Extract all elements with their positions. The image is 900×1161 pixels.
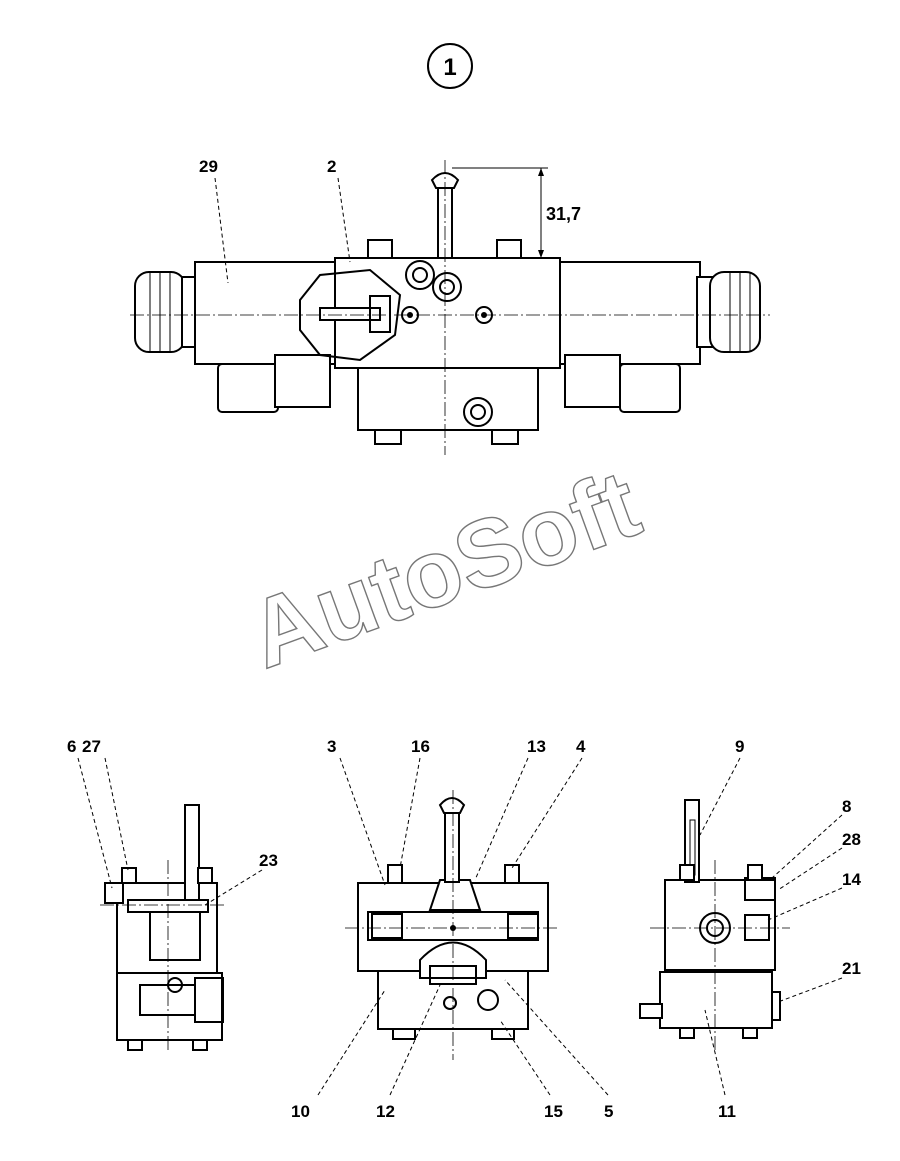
label-8: 8 [842, 797, 851, 816]
label-14: 14 [842, 870, 861, 889]
left-section-view: 6 27 23 [67, 737, 278, 1051]
label-16: 16 [411, 737, 430, 756]
right-side-view: 9 8 28 14 21 11 [639, 737, 861, 1121]
label-12: 12 [376, 1102, 395, 1121]
label-29: 29 [199, 157, 218, 176]
center-section-view: 3 16 13 4 10 12 15 5 [291, 737, 613, 1121]
right-solenoid-knob [709, 271, 761, 353]
label-3: 3 [327, 737, 336, 756]
dimension-label: 31,7 [546, 204, 581, 224]
front-view: 31,7 29 2 [130, 157, 770, 455]
figure-number-badge: 1 [427, 43, 473, 89]
figure-number: 1 [443, 54, 456, 81]
label-23: 23 [259, 851, 278, 870]
right-solenoid-body [559, 261, 701, 365]
label-5: 5 [604, 1102, 613, 1121]
section-cutaway [299, 268, 402, 362]
label-28: 28 [842, 830, 861, 849]
watermark: AutoSoft [235, 450, 652, 689]
label-21: 21 [842, 959, 861, 978]
label-2: 2 [327, 157, 336, 176]
label-27: 27 [82, 737, 101, 756]
label-15: 15 [544, 1102, 563, 1121]
label-4: 4 [576, 737, 586, 756]
label-10: 10 [291, 1102, 310, 1121]
label-13: 13 [527, 737, 546, 756]
subplate-front [357, 367, 539, 431]
label-11: 11 [718, 1102, 736, 1121]
label-6: 6 [67, 737, 76, 756]
label-9: 9 [735, 737, 744, 756]
